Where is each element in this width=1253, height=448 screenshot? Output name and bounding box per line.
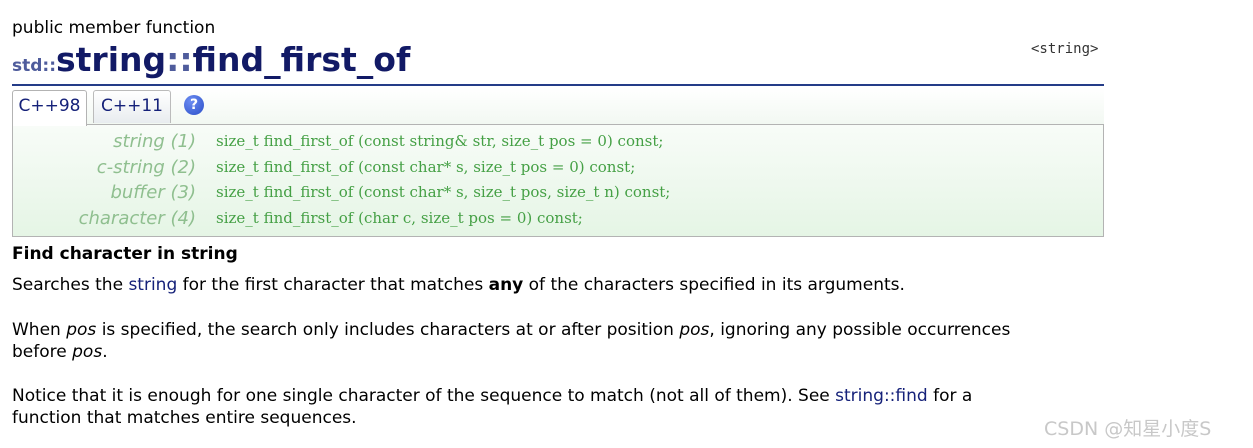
watermark: CSDN @知星小度S [1044, 418, 1212, 440]
string-find-link[interactable]: string::find [835, 386, 928, 406]
tab-strip [12, 88, 1104, 124]
prototype-code: size_t find_first_of (char c, size_t pos… [216, 209, 583, 227]
paragraph-2-line-2: before pos. [12, 341, 108, 363]
title-class: string [56, 40, 167, 79]
title-underline [12, 84, 1104, 86]
paragraph-3-line-1: Notice that it is enough for one single … [12, 385, 972, 407]
text: When [12, 320, 67, 340]
paragraph-1: Searches the string for the first charac… [12, 274, 905, 296]
prototype-code: size_t find_first_of (const char* s, siz… [216, 183, 671, 201]
text: for the first character that matches [177, 275, 489, 295]
prototype-label: character (4) [78, 208, 196, 229]
param-pos: pos [679, 320, 710, 340]
text: before [12, 342, 73, 362]
emphasis-any: any [488, 275, 524, 295]
title-function: find_first_of [192, 40, 411, 79]
param-pos: pos [66, 320, 97, 340]
text: of the characters specified in its argum… [523, 275, 905, 295]
tab-cpp98[interactable]: C++98 [12, 90, 87, 126]
text: , ignoring any possible occurrences [709, 320, 1011, 340]
header-file: <string> [1031, 41, 1099, 57]
member-kind: public member function [12, 18, 216, 38]
prototype-code: size_t find_first_of (const char* s, siz… [216, 158, 636, 176]
text: Searches the [12, 275, 129, 295]
prototype-label: string (1) [113, 131, 196, 152]
prototype-box [12, 124, 1104, 237]
text: for a [927, 386, 973, 406]
help-icon[interactable]: ? [184, 95, 204, 115]
text: . [102, 342, 108, 362]
title-separator: :: [166, 40, 193, 79]
tab-cpp11[interactable]: C++11 [93, 90, 171, 123]
page-title: std::string::find_first_of [12, 40, 410, 86]
text: Notice that it is enough for one single … [12, 386, 836, 406]
prototype-code: size_t find_first_of (const string& str,… [216, 132, 664, 150]
paragraph-2-line-1: When pos is specified, the search only i… [12, 319, 1010, 341]
section-heading: Find character in string [12, 244, 238, 264]
title-namespace: std:: [12, 56, 57, 76]
param-pos: pos [72, 342, 103, 362]
prototype-label: buffer (3) [110, 182, 196, 203]
paragraph-3-line-2: function that matches entire sequences. [12, 408, 357, 428]
prototype-label: c-string (2) [96, 157, 196, 178]
text: is specified, the search only includes c… [96, 320, 680, 340]
string-link[interactable]: string [128, 275, 178, 295]
